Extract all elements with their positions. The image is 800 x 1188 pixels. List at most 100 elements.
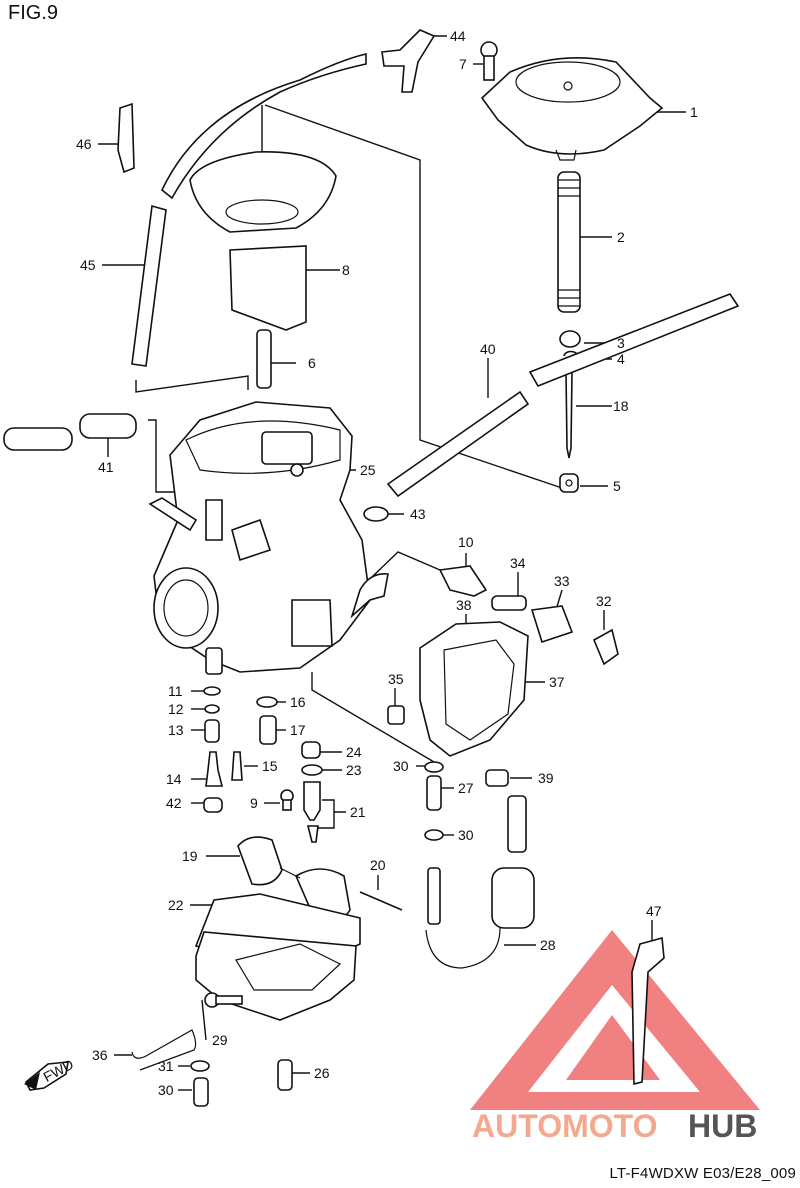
part-23-washer — [301, 764, 323, 776]
callout-35: 34 — [510, 555, 526, 571]
callout-14: 14 — [166, 771, 182, 787]
part-5-cap — [559, 473, 579, 493]
part-38-starter-cover — [419, 621, 529, 757]
fwd-arrow-icon: FWD — [24, 1056, 76, 1091]
part-31-screw — [193, 1077, 209, 1107]
carburetor-body — [148, 401, 389, 675]
part-30-washer-a — [424, 761, 444, 773]
part-19-float — [237, 836, 351, 924]
callout-16: 16 — [290, 694, 306, 710]
part-47-clamp — [117, 102, 135, 174]
callout-8: 8 — [342, 262, 350, 278]
part-42-vent-hose — [3, 413, 137, 451]
callout-38: 37 — [549, 674, 565, 690]
part-12-washer — [204, 704, 220, 714]
part-7-screw — [480, 41, 498, 81]
part-6-needle-jet — [256, 329, 272, 389]
parts: FWD — [3, 29, 740, 1107]
figure-code: LT-F4WDXW E03/E28_009 — [609, 1165, 796, 1182]
callout-12: 12 — [168, 701, 184, 717]
callout-30-lower: 30 — [458, 827, 474, 843]
part-28-starter-cable — [425, 795, 535, 969]
callout-37: 36 — [92, 1047, 108, 1063]
callout-32: 31 — [158, 1058, 174, 1074]
part-45-t-fitting — [381, 29, 436, 93]
part-32-washer — [190, 1060, 210, 1072]
callout-31: 30 — [158, 1082, 174, 1098]
callout-47: 46 — [76, 136, 92, 152]
part-33-cap — [592, 628, 619, 666]
watermark-text: AUTOMOTO HUB — [472, 1108, 757, 1144]
callout-24: 24 — [346, 744, 362, 760]
callout-15: 15 — [262, 758, 278, 774]
watermark-logo — [470, 930, 760, 1110]
part-24-cap — [301, 741, 321, 759]
figure-title: FIG.9 — [8, 2, 59, 24]
callout-2: 2 — [617, 229, 625, 245]
leader-lines — [98, 35, 686, 1091]
callout-4: 4 — [617, 351, 625, 367]
watermark-text-b: HUB — [688, 1108, 757, 1144]
callout-39: 38 — [456, 597, 472, 613]
callout-40: 39 — [538, 770, 554, 786]
callout-25: 25 — [360, 462, 376, 478]
fwd-label: FWD — [40, 1056, 76, 1085]
callout-41: 40 — [480, 341, 496, 357]
callout-29: 29 — [212, 1032, 228, 1048]
callout-3: 3 — [617, 335, 625, 351]
callout-30-upper: 30 — [393, 758, 409, 774]
part-46-hose — [131, 52, 367, 367]
part-35-spring — [491, 595, 527, 611]
part-48-lever — [631, 936, 665, 1086]
part-44-o-ring — [363, 506, 389, 522]
callout-23: 23 — [346, 762, 362, 778]
part-13-spring — [204, 719, 220, 743]
callout-27: 27 — [458, 780, 474, 796]
part-1-top-cover — [480, 56, 664, 161]
part-36-plug — [387, 705, 405, 725]
part-18-jet-needle — [565, 371, 573, 459]
callout-22: 22 — [168, 897, 184, 913]
callout-5: 5 — [613, 478, 621, 494]
callout-6: 6 — [308, 355, 316, 371]
callout-labels: 44 7 1 2 3 4 18 5 46 45 8 6 40 41 25 43 … — [76, 28, 698, 1098]
part-27-spring — [426, 775, 442, 811]
callout-46: 45 — [80, 257, 96, 273]
part-29-screw — [204, 992, 243, 1008]
part-34-starter-nut — [530, 605, 574, 644]
part-9-screw — [280, 789, 294, 811]
callout-43: 42 — [166, 795, 182, 811]
callout-36: 35 — [388, 671, 404, 687]
part-17-jet — [259, 715, 277, 745]
part-40-bolt — [485, 769, 509, 787]
part-10-plunger — [438, 565, 488, 597]
callout-26: 26 — [314, 1065, 330, 1081]
callout-48: 47 — [646, 903, 662, 919]
callout-20: 20 — [370, 857, 386, 873]
part-8-piston-diaphragm — [189, 151, 337, 331]
callout-44: 43 — [410, 506, 426, 522]
callout-34: 33 — [554, 573, 570, 589]
part-2-spring — [557, 171, 581, 313]
callout-11: 11 — [168, 683, 183, 699]
part-11-o-ring — [203, 686, 221, 696]
callout-1: 1 — [690, 104, 698, 120]
callout-33: 32 — [596, 593, 612, 609]
callout-42: 41 — [98, 459, 114, 475]
part-30-washer-b — [424, 829, 444, 841]
callout-10: 10 — [458, 534, 474, 550]
part-3-holder — [559, 330, 581, 348]
watermark-text-a: AUTOMOTO — [472, 1108, 657, 1144]
part-43-cap — [203, 797, 223, 813]
callout-19: 19 — [182, 848, 198, 864]
callout-45: 44 — [450, 28, 466, 44]
part-20-float-pin — [359, 891, 403, 911]
callout-17: 17 — [290, 722, 306, 738]
part-15-jet — [231, 751, 243, 781]
part-16-washer — [256, 696, 278, 708]
part-21-valve — [303, 781, 321, 821]
part-41-hose — [386, 293, 740, 498]
part-26-drain-screw — [277, 1059, 293, 1091]
callout-13: 13 — [168, 722, 184, 738]
